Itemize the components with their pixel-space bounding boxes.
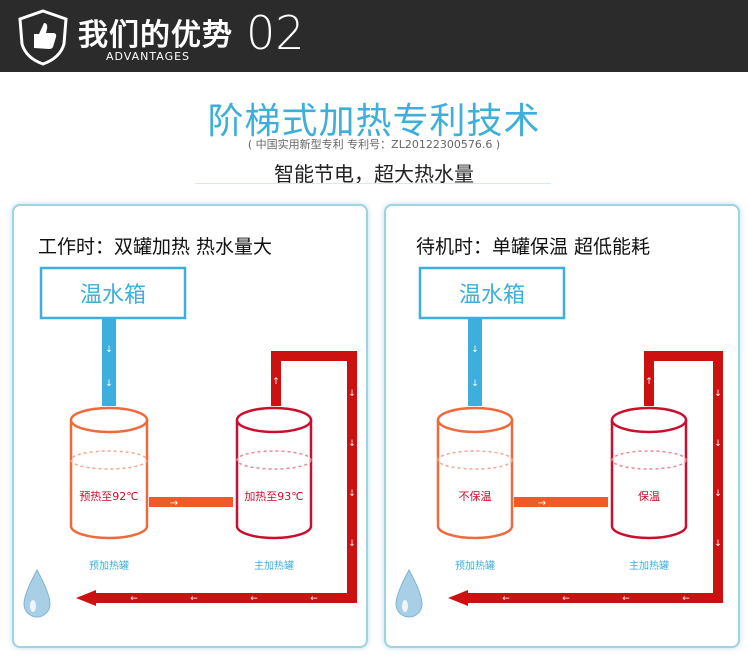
svg-text:←: ← (130, 594, 138, 604)
warm-water-box (418, 266, 566, 320)
warm-water-box (39, 266, 187, 320)
svg-text:↑: ↑ (272, 377, 280, 387)
svg-text:↑: ↑ (645, 377, 653, 387)
svg-text:↓: ↓ (348, 439, 356, 449)
subheadline-underline (195, 183, 551, 184)
preheat-tank-text: 预热至92℃ (79, 490, 138, 503)
svg-text:←: ← (562, 594, 570, 604)
svg-text:↓: ↓ (105, 345, 113, 355)
svg-text:←: ← (502, 594, 510, 604)
svg-text:↓: ↓ (471, 345, 479, 355)
svg-text:↓: ↓ (714, 539, 722, 549)
svg-text:↓: ↓ (714, 439, 722, 449)
preheat-tank-caption: 预加热罐 (455, 559, 495, 572)
panel-standby: 待机时：单罐保温 超低能耗 温水箱 ↓ ↓ 不保温 预加热罐 → 保温 主加热罐… (384, 204, 740, 648)
svg-text:←: ← (190, 594, 198, 604)
header-subtitle: ADVANTAGES (106, 50, 191, 63)
subheadline: 智能节电，超大热水量 (274, 162, 474, 186)
header-number: 02 (246, 6, 305, 60)
svg-text:→: → (538, 498, 546, 509)
hot-water-pipe (468, 351, 723, 603)
water-drop-icon (395, 568, 423, 618)
hot-water-pipe (96, 351, 357, 603)
svg-text:↓: ↓ (714, 489, 722, 499)
blue-pipe (468, 318, 482, 406)
main-tank-text: 加热至93℃ (244, 490, 303, 503)
warm-water-box-label: 温水箱 (459, 283, 525, 308)
svg-text:←: ← (310, 594, 318, 604)
blue-pipe (102, 318, 116, 406)
header-title: 我们的优势 (78, 18, 233, 53)
svg-text:→: → (170, 498, 178, 509)
connector-pipe (514, 497, 608, 507)
preheat-tank-caption: 预加热罐 (89, 559, 129, 572)
panel-title: 待机时：单罐保温 超低能耗 (416, 236, 651, 258)
warm-water-box-label: 温水箱 (80, 283, 146, 308)
water-drop-icon (23, 568, 51, 618)
shield-thumbs-up-icon (18, 9, 68, 66)
svg-text:↓: ↓ (714, 389, 722, 399)
main-tank (235, 406, 313, 540)
panel-working: 工作时：双罐加热 热水量大 温水箱 ↓ ↓ 预热至92℃ 预加热罐 → 加热至9… (12, 204, 368, 648)
panel-title: 工作时：双罐加热 热水量大 (38, 236, 273, 258)
main-tank-caption: 主加热罐 (629, 559, 669, 572)
svg-text:←: ← (682, 594, 690, 604)
svg-text:↓: ↓ (348, 389, 356, 399)
connector-pipe (149, 497, 233, 507)
main-tank (610, 406, 688, 540)
preheat-tank (436, 406, 514, 540)
svg-text:↓: ↓ (348, 539, 356, 549)
header-bar: 我们的优势 ADVANTAGES 02 (0, 0, 748, 72)
patent-note: ( 中国实用新型专利 专利号：ZL20122300576.6 ) (247, 138, 501, 151)
svg-text:↓: ↓ (471, 379, 479, 389)
heating-diagram: 温水箱 ↓ ↓ 不保温 预加热罐 → 保温 主加热罐 ↑ ↓ ↓ ↓ ↓ ← ← ← ← (395, 266, 723, 618)
heating-diagram: 温水箱 ↓ ↓ 预热至92℃ 预加热罐 → 加热至93℃ 主加热罐 ↑ ↓ ↓ (23, 266, 357, 618)
svg-text:←: ← (622, 594, 630, 604)
headline: 阶梯式加热专利技术 (207, 101, 541, 142)
preheat-tank-text: 不保温 (459, 489, 492, 503)
svg-text:←: ← (250, 594, 258, 604)
svg-text:↓: ↓ (348, 489, 356, 499)
svg-text:↓: ↓ (105, 379, 113, 389)
preheat-tank (69, 406, 149, 540)
main-tank-caption: 主加热罐 (254, 559, 294, 572)
main-tank-text: 保温 (638, 489, 660, 503)
